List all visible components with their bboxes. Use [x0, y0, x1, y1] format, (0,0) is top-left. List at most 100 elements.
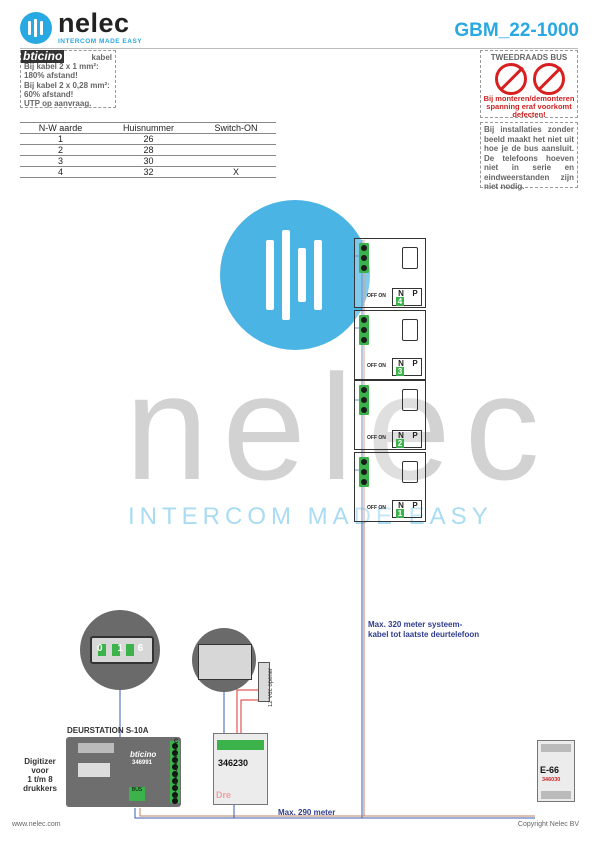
handset-icon — [402, 247, 418, 269]
table-cell: 4 — [20, 166, 101, 178]
station-brand: bticino — [130, 750, 157, 759]
table-cell: 32 — [100, 166, 196, 178]
digitizer-line: voor — [31, 766, 49, 775]
power-code: 346030 — [542, 777, 561, 783]
n-value: 1 — [396, 509, 404, 518]
digitizer-zoom: 0 1 6 — [80, 610, 160, 690]
digitizer-label: Digitizer voor 1 t/m 8 drukkers — [20, 757, 60, 793]
n-value: 3 — [396, 367, 404, 376]
p-label: P — [412, 431, 418, 440]
handset-icon — [402, 461, 418, 483]
terminal-block — [359, 457, 369, 487]
footer-website: www.nelec.com — [12, 821, 61, 828]
document-code: GBM_22-1000 — [454, 20, 579, 41]
cable-note-line: 180% afstand! — [24, 71, 78, 81]
table-row: 1 26 — [20, 133, 276, 145]
n-label: N — [398, 289, 404, 298]
digitizer-line: 1 t/m 8 — [27, 775, 53, 784]
door-station-label: DEURSTATION S-10A — [67, 726, 149, 735]
table-row: 2 28 — [20, 144, 276, 156]
door-phone-4 — [354, 238, 426, 308]
cable-note-line: 60% afstand! — [24, 89, 74, 99]
terminal-strip — [170, 741, 180, 804]
table-row: 3 30 — [20, 155, 276, 167]
table-cell — [195, 133, 276, 145]
warning-box: TWEEDRAADS BUS Bij monteren/demonteren s… — [480, 50, 578, 119]
no-plug-icon — [495, 63, 527, 95]
cable-note-line: kabel tot laatste deurtelefoon — [368, 630, 480, 639]
max-length-note: Max. 290 meter — [278, 808, 336, 817]
door-phone-2 — [354, 380, 426, 450]
installation-note: Bij installaties zonder beeld maakt het … — [480, 122, 578, 191]
p-label: P — [412, 501, 418, 510]
switch-label: OFF ON — [367, 293, 386, 299]
door-opener — [258, 662, 270, 702]
relay-mark: Dre — [216, 790, 232, 800]
handset-icon — [402, 319, 418, 341]
handset-icon — [402, 389, 418, 411]
terminal-block — [541, 791, 571, 799]
table-cell — [195, 155, 276, 167]
relay-zoom — [192, 628, 256, 692]
warning-text: Bij monteren/demonteren spanning eraf vo… — [483, 94, 575, 119]
terminal-block — [359, 315, 369, 345]
opener-label: 12 Vdc opener — [268, 668, 274, 708]
n-value-table: N-W aarde Huisnummer Switch-ON 1 26 2 28… — [20, 122, 276, 178]
watermark-tagline: INTERCOM MADE EASY — [128, 503, 493, 530]
header-divider — [20, 48, 578, 49]
table-cell: 30 — [100, 155, 196, 167]
cable-note-line: Max. 320 meter systeem- — [368, 620, 463, 629]
switch-label: OFF ON — [367, 363, 386, 369]
n-label: N — [398, 431, 404, 440]
no-electric-icon — [533, 63, 565, 95]
table-cell: 26 — [100, 133, 196, 145]
n-label: N — [398, 359, 404, 368]
digit-display: 0 1 6 — [90, 636, 154, 664]
cable-note-line: Bij kabel 2 x 1 mm²: — [24, 62, 99, 72]
door-phone-1 — [354, 452, 426, 522]
cable-note-box: kabel Bij kabel 2 x 1 mm²: 180% afstand!… — [20, 50, 116, 108]
bticino-logo: bticino — [21, 49, 65, 63]
connector-icon — [78, 743, 114, 753]
table-row: 4 32 X — [20, 166, 276, 178]
table-cell — [195, 144, 276, 156]
cable-length-note: Max. 320 meter systeem- kabel tot laatst… — [368, 620, 479, 640]
cable-note-line: UTP op aanvraag. — [24, 99, 92, 109]
relay-module: 346230 Dre — [213, 733, 268, 805]
table-cell: 1 — [20, 133, 101, 145]
brand-name: nelec — [58, 8, 130, 38]
terminal-block — [217, 740, 264, 750]
bus-terminal: BUS — [129, 787, 145, 801]
table-cell: X — [195, 166, 276, 178]
power-name: E-66 — [540, 765, 560, 775]
p-label: P — [412, 289, 418, 298]
table-header: Switch-ON — [195, 122, 276, 134]
table-cell: 2 — [20, 144, 101, 156]
switch-label: OFF ON — [367, 505, 386, 511]
brand-logo: nelec INTERCOM MADE EASY — [20, 8, 150, 46]
terminal-block — [541, 744, 571, 752]
cable-note-heading: kabel — [91, 53, 112, 62]
terminal-block — [359, 385, 369, 415]
table-header: N-W aarde — [20, 122, 101, 134]
power-supply: E-66 346030 — [537, 740, 575, 802]
terminal-numbers: C 1 2 3 4 5 6 7 8 — [174, 739, 179, 801]
cable-note-line: Bij kabel 2 x 0,28 mm²: — [24, 80, 110, 90]
n-value: 4 — [396, 297, 404, 306]
digitizer-line: Digitizer — [24, 757, 56, 766]
brand-tagline: INTERCOM MADE EASY — [58, 38, 143, 45]
nelec-logo-icon — [20, 12, 52, 44]
watermark-logo-icon — [220, 200, 370, 350]
watermark-word: nelec — [125, 343, 554, 511]
display-digits: 0 1 6 — [97, 643, 150, 654]
warning-title: TWEEDRAADS BUS — [490, 53, 568, 62]
footer-copyright: Copyright Nelec BV — [517, 821, 579, 828]
table-cell: 28 — [100, 144, 196, 156]
terminal-block — [359, 243, 369, 273]
door-station: bticino 346991 BUS — [66, 737, 181, 807]
